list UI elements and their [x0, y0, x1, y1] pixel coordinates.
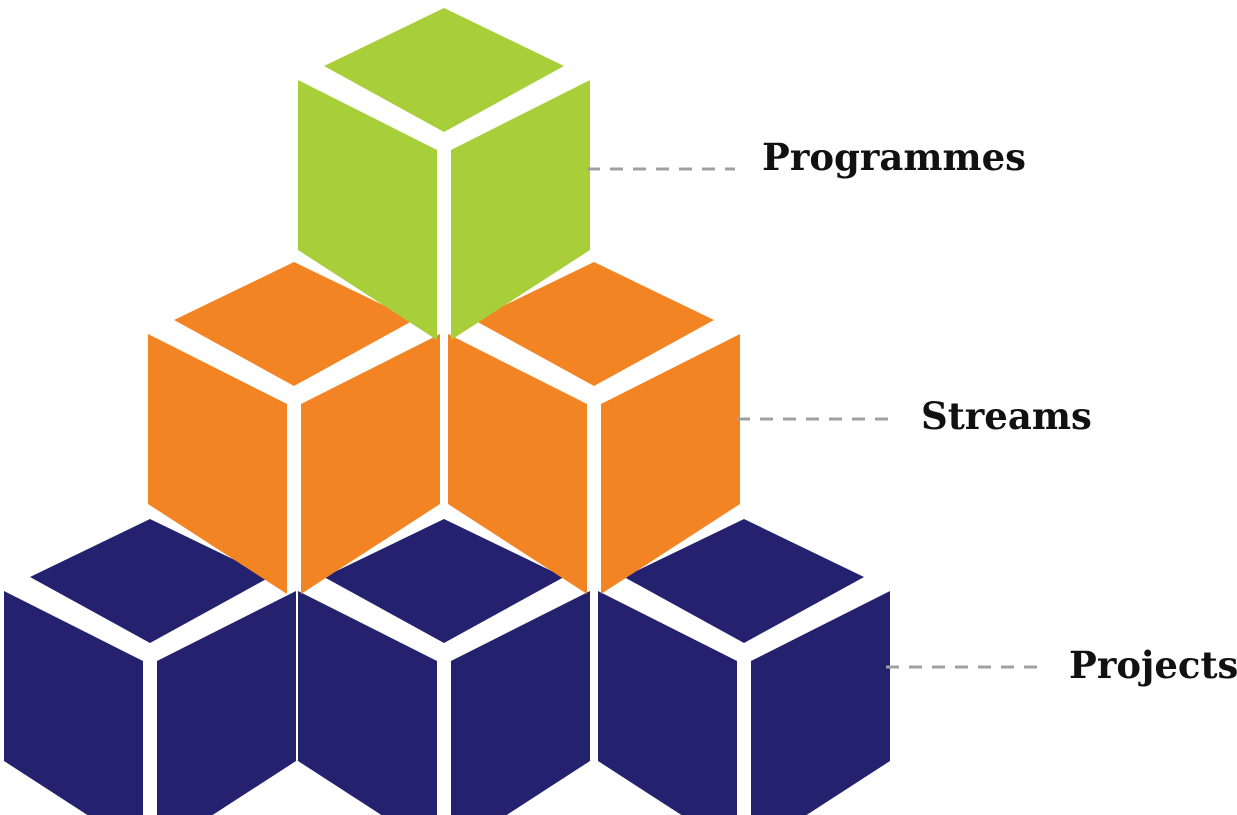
projects-cube-right-face: [451, 591, 590, 815]
projects-cube-left-face: [4, 591, 143, 815]
level-label-streams: Streams: [921, 394, 1092, 438]
programmes-cube-right-face: [451, 80, 590, 340]
level-label-programmes: Programmes: [762, 135, 1026, 179]
programmes-cube-left-face: [298, 80, 437, 340]
cubes-layer: [4, 8, 890, 815]
projects-cube-top-face: [624, 519, 864, 643]
projects-cube-right-face: [751, 591, 890, 815]
projects-cube-top-face: [324, 519, 564, 643]
projects-cube: [598, 519, 890, 815]
streams-cube-left-face: [148, 334, 287, 594]
projects-cube: [298, 519, 590, 815]
streams-cube-top-face: [474, 262, 714, 386]
connectors-layer: [587, 167, 1037, 669]
labels-layer: Programmes Streams Projects: [762, 135, 1237, 687]
projects-cube: [4, 519, 296, 815]
streams-cube-right-face: [301, 334, 440, 594]
projects-cube-left-face: [598, 591, 737, 815]
programmes-cube-top-face: [324, 8, 564, 132]
streams-cube: [448, 262, 740, 594]
programmes-cube: [298, 8, 590, 340]
streams-cube: [148, 262, 440, 594]
projects-cube-right-face: [157, 591, 296, 815]
streams-cube-top-face: [174, 262, 414, 386]
level-label-projects: Projects: [1069, 643, 1237, 687]
streams-cube-right-face: [601, 334, 740, 594]
streams-cube-left-face: [448, 334, 587, 594]
projects-cube-top-face: [30, 519, 270, 643]
projects-cube-left-face: [298, 591, 437, 815]
